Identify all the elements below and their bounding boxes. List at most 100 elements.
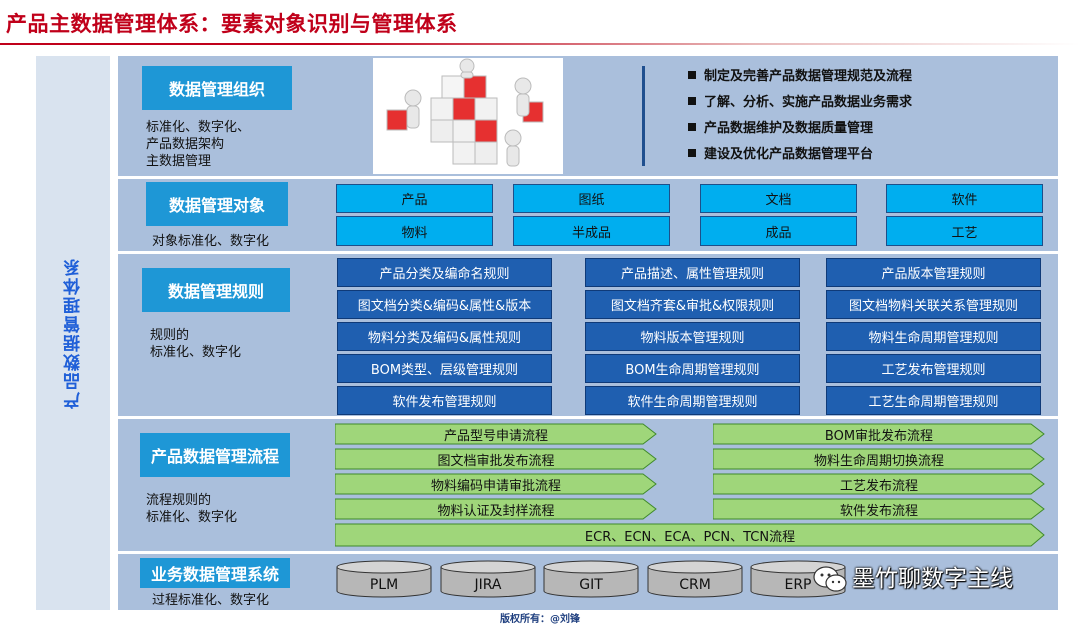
bullet-text: 了解、分析、实施产品数据业务需求 [704, 95, 913, 110]
object-box: 产品 [336, 184, 493, 213]
database-icon [440, 560, 536, 598]
bullet-square-icon [688, 97, 696, 105]
arrow-shape [335, 473, 657, 495]
arrow-label: 软件发布流程 [839, 503, 918, 519]
arrow-label: 物料认证及封样流程 [437, 503, 555, 519]
systems-desc: 过程标准化、数字化 [152, 593, 270, 608]
arrow-label: 工艺发布流程 [839, 478, 918, 494]
process-arrow: 物料认证及封样流程 [335, 498, 657, 520]
arrow-shape [713, 448, 1045, 470]
arrow-label: 物料编码申请审批流程 [430, 478, 561, 494]
rule-box: 软件生命周期管理规则 [585, 386, 800, 415]
rule-box: 软件发布管理规则 [337, 386, 552, 415]
rules-desc-line: 标准化、数字化 [150, 345, 242, 360]
process-arrow: 物料编码申请审批流程 [335, 473, 657, 495]
systems-label: 业务数据管理系统 [140, 558, 290, 588]
arrow-shape [335, 448, 657, 470]
arrow-shape [335, 498, 657, 520]
database-icon [647, 560, 743, 598]
arrow-shape [713, 473, 1045, 495]
wechat-icon [813, 566, 847, 592]
bullet-item: 了解、分析、实施产品数据业务需求 [688, 90, 912, 116]
rule-box: 工艺生命周期管理规则 [826, 386, 1041, 415]
system-name: CRM [679, 577, 711, 593]
rules-desc: 规则的 标准化、数字化 [150, 327, 241, 361]
bullet-square-icon [688, 71, 696, 79]
rule-box: 物料分类及编码&属性规则 [337, 322, 552, 351]
system-database: CRM [647, 560, 743, 598]
arrow-label: 物料生命周期切换流程 [813, 453, 944, 469]
process-arrow: 工艺发布流程 [713, 473, 1045, 495]
process-arrow: ECR、ECN、ECA、PCN、TCN流程 [335, 523, 1045, 547]
arrow-label: ECR、ECN、ECA、PCN、TCN流程 [584, 529, 796, 545]
arrow-label: BOM审批发布流程 [824, 428, 934, 444]
arrow-shape [335, 523, 1045, 547]
system-database: JIRA [440, 560, 536, 598]
arrow-label: 产品型号申请流程 [443, 428, 548, 444]
rule-box: 物料生命周期管理规则 [826, 322, 1041, 351]
arrow-shape [713, 498, 1045, 520]
database-icon [336, 560, 432, 598]
teamwork-illustration [373, 58, 563, 174]
system-name: GIT [579, 577, 603, 593]
rules-desc-line: 规则的 [150, 328, 190, 343]
watermark: 墨竹聊数字主线 [812, 563, 1052, 595]
arrow-label: 图文档审批发布流程 [437, 453, 555, 469]
rule-box: 物料版本管理规则 [585, 322, 800, 351]
rule-box: 图文档物料关联关系管理规则 [826, 290, 1041, 319]
rule-box: 产品版本管理规则 [826, 258, 1041, 287]
side-band [36, 56, 110, 610]
object-box: 图纸 [513, 184, 670, 213]
org-desc-line: 标准化、数字化、 [146, 120, 251, 135]
watermark-text: 墨竹聊数字主线 [852, 566, 1013, 592]
process-desc-line: 标准化、数字化 [146, 510, 238, 525]
bullet-item: 建设及优化产品数据管理平台 [688, 142, 912, 168]
title-underline [0, 43, 1080, 45]
object-box: 半成品 [513, 216, 670, 246]
process-arrow: BOM审批发布流程 [713, 423, 1045, 445]
bullet-item: 产品数据维护及数据质量管理 [688, 116, 912, 142]
rule-box: BOM类型、层级管理规则 [337, 354, 552, 383]
rule-box: 工艺发布管理规则 [826, 354, 1041, 383]
system-database: GIT [543, 560, 639, 598]
process-arrow: 产品型号申请流程 [335, 423, 657, 445]
side-title: 产品数据管理体系 [36, 56, 110, 610]
system-name: JIRA [474, 577, 502, 593]
objects-desc: 对象标准化、数字化 [152, 234, 270, 249]
process-arrow: 软件发布流程 [713, 498, 1045, 520]
process-desc-line: 流程规则的 [146, 493, 212, 508]
process-arrow: 物料生命周期切换流程 [713, 448, 1045, 470]
process-arrow: 图文档审批发布流程 [335, 448, 657, 470]
org-label: 数据管理组织 [142, 66, 292, 110]
rule-box: 产品描述、属性管理规则 [585, 258, 800, 287]
object-box: 成品 [700, 216, 857, 246]
rule-box: 图文档分类&编码&属性&版本 [337, 290, 552, 319]
object-box: 文档 [700, 184, 857, 213]
bullet-item: 制定及完善产品数据管理规范及流程 [688, 64, 912, 90]
arrow-shape [335, 423, 657, 445]
page-title: 产品主数据管理体系：要素对象识别与管理体系 [6, 12, 458, 36]
bullet-square-icon [688, 123, 696, 131]
copyright: 版权所有：@刘锋 [500, 614, 580, 625]
rule-box: 图文档齐套&审批&权限规则 [585, 290, 800, 319]
org-bullets: 制定及完善产品数据管理规范及流程 了解、分析、实施产品数据业务需求 产品数据维护… [688, 64, 912, 168]
process-desc: 流程规则的 标准化、数字化 [146, 492, 237, 526]
system-name: ERP [784, 577, 812, 593]
org-desc: 标准化、数字化、 产品数据架构 主数据管理 [146, 119, 250, 170]
rules-label: 数据管理规则 [142, 268, 290, 312]
objects-label: 数据管理对象 [146, 182, 288, 226]
rule-box: 产品分类及编命名规则 [337, 258, 552, 287]
org-desc-line: 产品数据架构 [146, 137, 225, 152]
process-label: 产品数据管理流程 [140, 433, 290, 477]
bullet-text: 产品数据维护及数据质量管理 [704, 121, 874, 136]
object-box: 软件 [886, 184, 1043, 213]
bullet-text: 制定及完善产品数据管理规范及流程 [704, 69, 913, 84]
rule-box: BOM生命周期管理规则 [585, 354, 800, 383]
arrow-shape [713, 423, 1045, 445]
object-box: 物料 [336, 216, 493, 246]
bullet-text: 建设及优化产品数据管理平台 [704, 147, 874, 162]
database-icon [543, 560, 639, 598]
system-name: PLM [369, 577, 399, 593]
side-title-text: 产品数据管理体系 [63, 257, 84, 409]
org-desc-line: 主数据管理 [146, 154, 212, 169]
